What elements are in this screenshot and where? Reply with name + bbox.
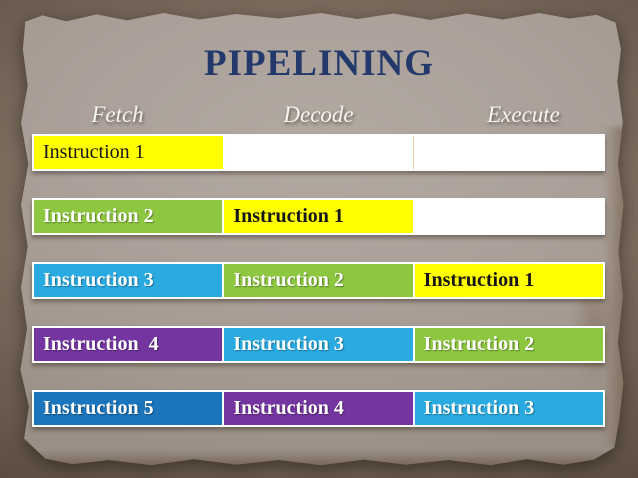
paper-sheet [20, 13, 624, 466]
pipeline-cell: Instruction 1 [222, 200, 413, 233]
pipeline-cell: Instruction 1 [34, 136, 223, 169]
pipeline-cell: Instruction 2 [34, 200, 223, 233]
stage-header-decode: Decode [283, 102, 354, 127]
pipeline-cell: Instruction 3 [222, 328, 413, 361]
pipeline-cell-empty [222, 136, 414, 169]
pipeline-cell: Instruction 2 [412, 328, 603, 361]
stage-header-execute: Execute [487, 102, 560, 127]
pipeline-row: Instruction 1 [32, 134, 605, 171]
pipeline-cell: Instruction 1 [412, 264, 603, 297]
pipeline-cell: Instruction 3 [412, 392, 603, 425]
pipeline-cell-empty [413, 136, 604, 169]
pipeline-cell: Instruction 2 [222, 264, 413, 297]
pipeline-cell: Instruction 4 [222, 392, 413, 425]
pipeline-cell-empty [412, 200, 603, 233]
torn-paper-background [18, 8, 624, 466]
slide-title: PIPELINING [204, 43, 434, 84]
stage-header-fetch: Fetch [91, 102, 144, 127]
stage-header-row: Fetch Decode Execute [32, 102, 605, 128]
pipeline-cell: Instruction 3 [34, 264, 223, 297]
pipeline-cell: Instruction 5 [34, 392, 223, 425]
paper-stain-bottom [20, 450, 624, 466]
pipeline-cell: Instruction 4 [34, 328, 223, 361]
